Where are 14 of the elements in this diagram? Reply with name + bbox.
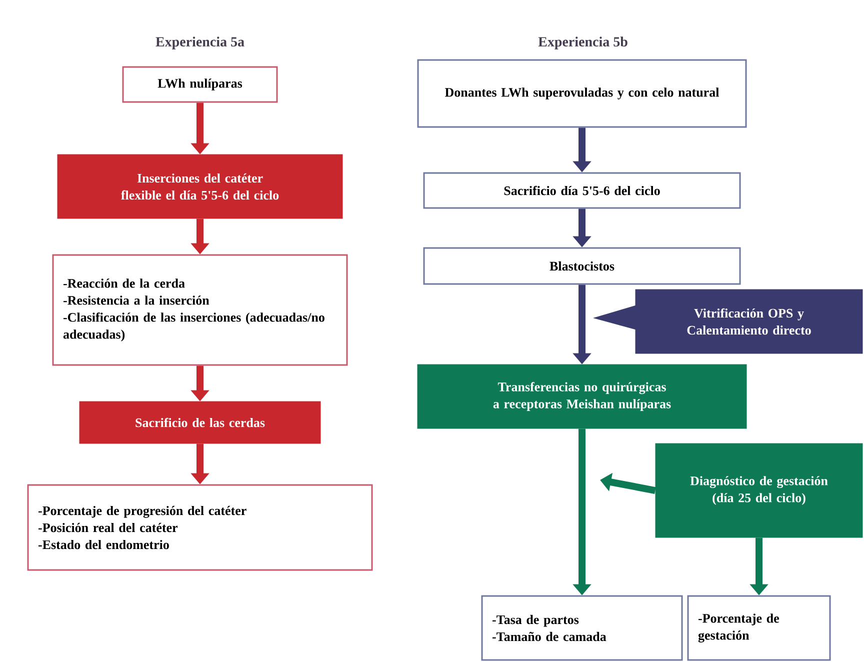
process-box: Diagnóstico de gestación (día 25 del ciclo) bbox=[655, 443, 863, 538]
process-box: Inserciones del catéter flexible el día 5'5-6 del ciclo bbox=[57, 154, 343, 219]
process-box: Sacrificio de las cerdas bbox=[79, 401, 321, 444]
process-box: Transferencias no quirúrgicas a receptoras Meishan nulíparas bbox=[417, 364, 747, 429]
step-box: Sacrificio día 5'5-6 del ciclo bbox=[423, 172, 741, 209]
step-box: -Porcentaje de gestación bbox=[687, 595, 831, 661]
step-box: -Reacción de la cerda -Resistencia a la inserción -Clasificación de las inserciones (adecuadas/no adecuadas) bbox=[52, 254, 348, 366]
step-box: LWh nulíparas bbox=[122, 66, 278, 103]
column-title: Experiencia 5a bbox=[156, 36, 244, 50]
step-box: -Tasa de partos -Tamaño de camada bbox=[481, 595, 683, 661]
step-box: -Porcentaje de progresión del catéter -Posición real del catéter -Estado del endometrio bbox=[27, 484, 373, 571]
step-box: Blastocistos bbox=[423, 247, 741, 285]
step-box: Donantes LWh superovuladas y con celo natural bbox=[417, 59, 747, 128]
callout-box: Vitrificación OPS y Calentamiento directo bbox=[593, 289, 863, 354]
